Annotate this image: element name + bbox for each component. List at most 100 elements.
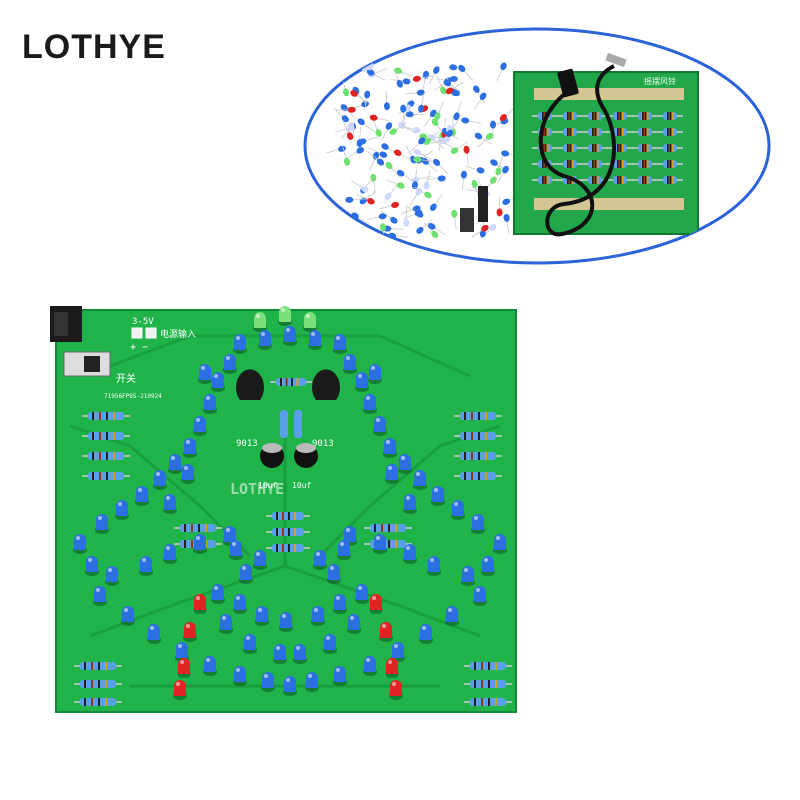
resistor [532,176,558,184]
led-blue [243,634,257,654]
loose-led [497,165,509,184]
led-red [193,594,207,614]
led-blue [481,556,495,576]
resistor [607,176,633,184]
led-blue [219,614,233,634]
led-blue [85,556,99,576]
polarity-label: + − [130,342,148,353]
led-blue [115,500,129,520]
led-blue [168,454,182,474]
transistor-right [312,369,340,400]
resistor [632,112,658,120]
loose-led [458,64,473,81]
loose-led [383,90,390,111]
led-blue [183,438,197,458]
resistor [270,378,312,386]
resistor [657,160,683,168]
loose-led [445,82,464,95]
loose-led [410,137,426,153]
loose-led [369,151,380,171]
resistor [454,432,502,440]
led-blue [427,556,441,576]
led-blue [347,614,361,634]
loose-led [425,175,446,182]
loose-led [345,196,366,203]
led-red [369,594,383,614]
led-blue [305,672,319,692]
led-blue [261,672,275,692]
led-red [177,658,191,678]
loose-led [355,230,375,240]
led-blue [229,540,243,560]
resistor [74,698,122,706]
loose-led [366,69,385,81]
loose-led [369,114,390,122]
led-green [253,312,267,332]
led-blue [308,330,322,350]
loose-led [413,156,434,163]
resistor [266,544,310,552]
led-red [379,622,393,642]
resistor [582,144,608,152]
power-switch-knob [84,356,100,372]
loose-led [451,209,458,230]
led-blue [327,564,341,584]
led-blue [355,584,369,604]
led-blue [73,534,87,554]
loose-led [385,179,405,189]
led-blue [473,586,487,606]
loose-led [436,75,447,95]
voltage-label: 3-5V [132,317,154,327]
resistor [174,524,222,532]
led-blue [403,494,417,514]
capacitor-left [260,443,284,468]
led-blue [398,454,412,474]
led-blue [419,624,433,644]
loose-led [366,213,387,220]
led-blue [193,534,207,554]
loose-led [495,155,503,176]
loose-led [379,201,400,210]
loose-led [413,148,432,160]
led-blue [203,656,217,676]
led-blue [355,372,369,392]
led-blue [95,514,109,534]
resistor [82,432,130,440]
led-blue [135,486,149,506]
loose-led [433,158,449,175]
led-blue [283,676,297,696]
led-blue [105,566,119,586]
loose-led [461,117,482,124]
transistor-left [236,369,264,400]
loose-led [446,119,459,138]
led-blue [211,584,225,604]
resistor [454,412,502,420]
loose-led [333,107,349,123]
loose-led [400,104,407,125]
led-blue [363,656,377,676]
resistor-vertical [280,410,288,438]
led-red [183,622,197,642]
resistor [632,160,658,168]
loose-led [367,151,385,166]
led-array [73,306,507,700]
loose-led [384,183,399,200]
loose-led [342,121,354,140]
led-blue [273,644,287,664]
led-blue [337,540,351,560]
power-input-label: 电源输入 [160,328,196,340]
small-pcb: 摇摆风铃 [513,71,699,235]
resistor [266,528,310,536]
resistor [364,524,412,532]
led-blue [343,354,357,374]
loose-led [381,122,393,141]
led-blue [368,364,382,384]
loose-led [412,75,433,82]
resistor [557,144,583,152]
resistor [582,128,608,136]
resistor [464,662,512,670]
loose-led [385,161,401,178]
loose-led-pile [326,52,521,244]
loose-led [423,130,440,145]
brand-logo: LOTHYE [22,28,166,66]
